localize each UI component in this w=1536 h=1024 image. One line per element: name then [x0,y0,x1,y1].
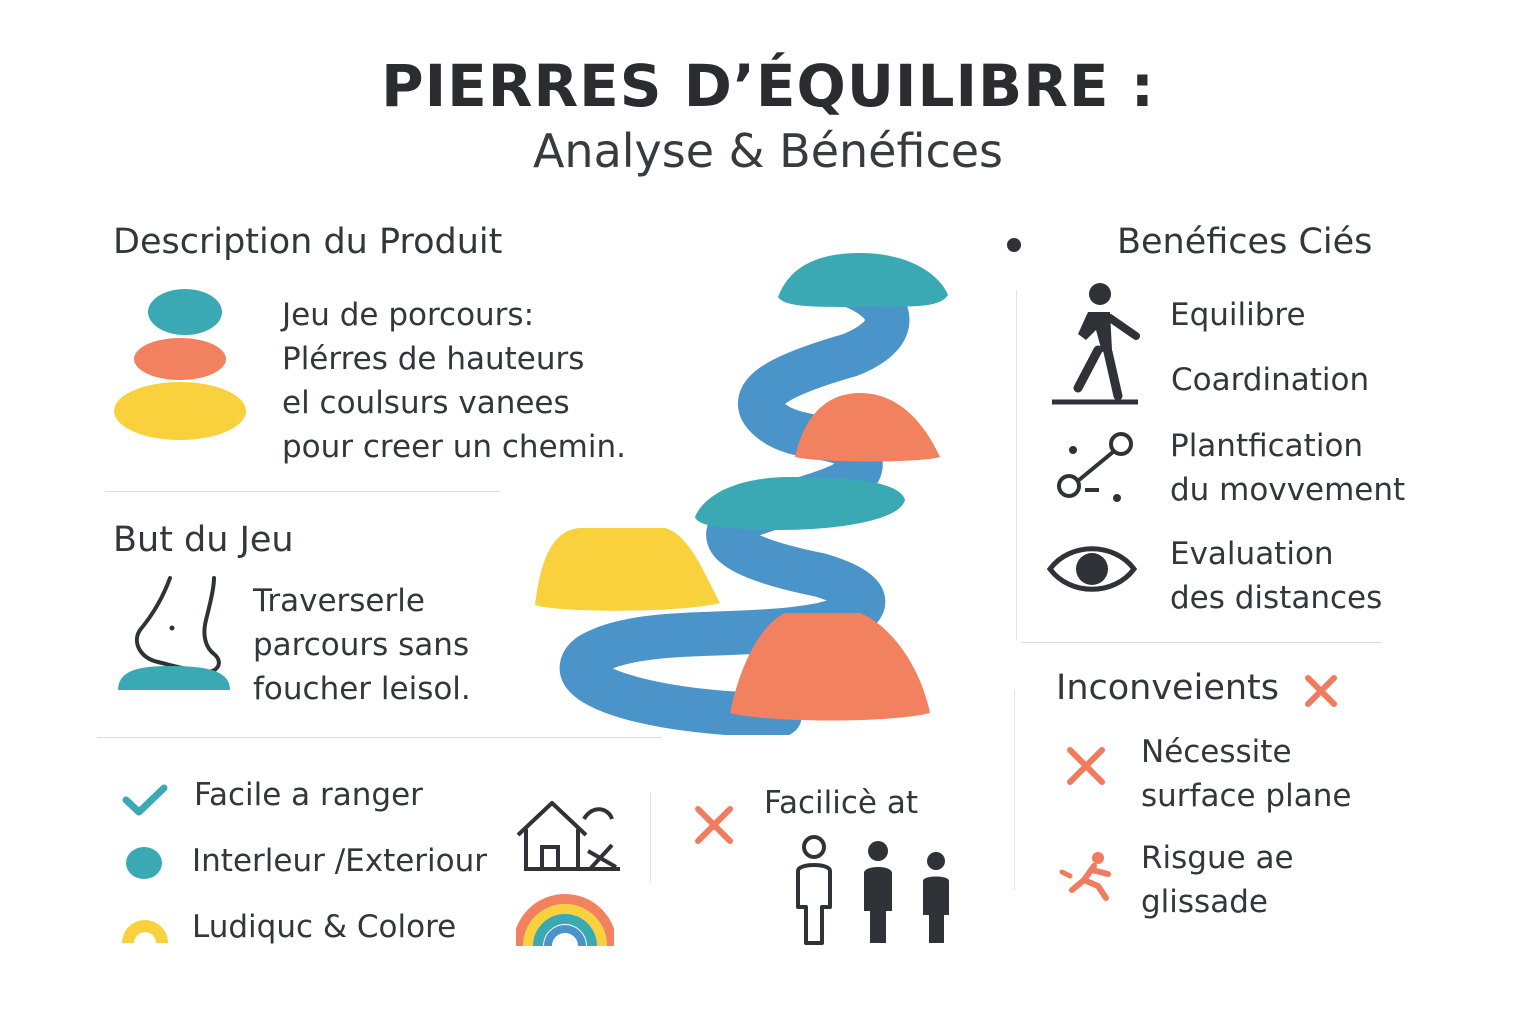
divider [1016,290,1017,640]
page-title: PIERRES D’ÉQUILIBRE : [381,52,1155,120]
bullet-dot-icon [1007,238,1021,252]
stone-base [118,666,230,690]
goal-line: foucher leisol. [253,671,471,707]
winding-path [559,263,910,735]
goal-line: Traverserle [253,583,425,619]
drawback-text: Nécessite surface plane [1141,730,1351,818]
middle-note-label: Facilicè at [764,785,918,821]
stone-teal-top [778,253,948,307]
cross-icon [1067,747,1105,785]
description-line: Jeu de porcours: [282,297,535,333]
benefit-line: Evaluation [1170,536,1334,572]
benefit-label: Coardination [1171,362,1370,398]
foot-on-stone-icon [118,576,230,690]
stone-coral-front [730,613,930,721]
stone-coral-mid [795,393,940,462]
drawback-line: Nécessite [1141,734,1292,770]
benefit-label: Equilibre [1170,297,1306,333]
advantage-label: Ludiquc & Colore [192,909,457,945]
stone-yellow [535,528,720,611]
stone-path-illustration [535,253,948,735]
benefit-line: des distances [1170,580,1383,616]
stone-teal-mid [695,477,905,530]
rainbow-icon [516,894,614,946]
stone-yellow [114,382,246,440]
goal-text: Traverserle parcours sans foucher leisol… [253,579,471,711]
page-subtitle: Analyse & Bénéfices [532,124,1004,178]
heading-cross-icon [1305,675,1337,707]
benefit-line: Plantfication [1170,428,1364,464]
description-heading: Description du Produit [113,222,503,262]
house-icon [516,801,620,871]
teal-dot-icon [126,847,162,879]
description-line: el coulsurs vanees [282,385,570,421]
goal-heading: But du Jeu [113,520,294,560]
divider [97,737,662,738]
stone-coral [134,338,226,380]
divider [1014,690,1015,890]
benefit-line: du movvement [1170,472,1406,508]
stone-teal [148,289,222,335]
stacked-stones-icon [114,289,246,440]
advantage-label: Interleur /Exteriour [192,843,488,879]
yellow-arch-icon [122,920,168,943]
drawbacks-heading: Inconveients [1056,668,1279,708]
drawback-line: Risgue ae [1141,840,1294,876]
people-icon [796,835,949,945]
drawback-line: glissade [1141,884,1268,920]
slipping-person-icon [1059,852,1111,901]
benefit-text: Evaluation des distances [1170,532,1382,620]
divider [105,491,500,492]
eye-icon [1046,546,1138,592]
checkmark-icon [122,784,168,816]
walking-person-icon [1052,283,1140,405]
description-line: Plérres de hauteurs [282,341,585,377]
advantage-label: Facile a ranger [194,777,423,813]
cross-icon [695,806,733,844]
description-text: Jeu de porcours: Plérres de hauteurs el … [282,293,626,469]
movement-path-icon [1057,432,1133,502]
goal-line: parcours sans [253,627,470,663]
benefit-text: Plantfication du movvement [1170,424,1405,512]
drawback-line: surface plane [1141,778,1352,814]
divider [1022,642,1382,643]
foot-outline [134,576,221,675]
description-line: pour creer un chemin. [282,429,626,465]
drawback-text: Risgue ae glissade [1141,836,1294,924]
benefits-heading: Benéfices Ciés [1117,222,1373,262]
divider [650,792,651,882]
